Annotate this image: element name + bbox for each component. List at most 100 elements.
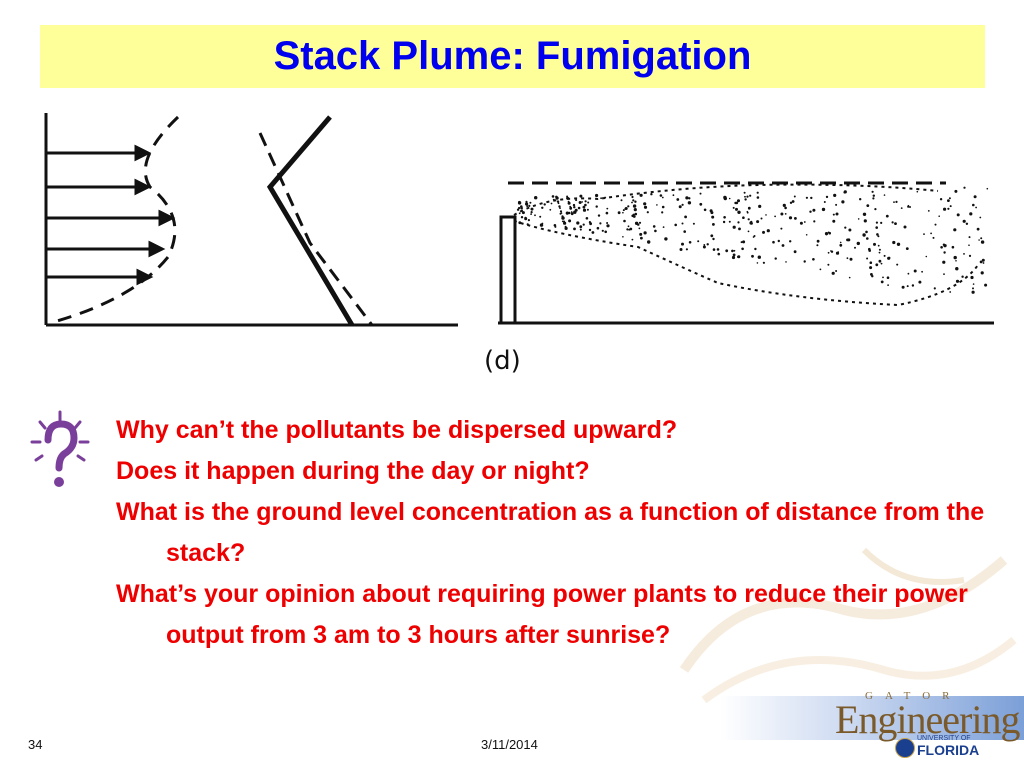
plume-particle: [906, 285, 909, 288]
plume-particle: [742, 216, 745, 219]
plume-particle: [848, 228, 852, 232]
plume-particle: [789, 240, 792, 243]
plume-particle: [923, 233, 925, 236]
plume-particle: [961, 275, 964, 278]
plume-particle: [521, 211, 525, 215]
plume-particle: [652, 225, 656, 228]
plume-particle: [883, 194, 886, 196]
plume-particle: [629, 227, 633, 231]
plume-particle: [706, 243, 709, 246]
plume-particle: [634, 200, 637, 203]
plume-particle: [825, 195, 829, 199]
plume-particle: [832, 213, 835, 216]
plume-particle: [747, 206, 751, 210]
plume-particle: [872, 194, 875, 197]
plume-particle: [953, 228, 957, 232]
plume-particle: [909, 206, 911, 208]
plume-particle: [903, 225, 907, 229]
plume-particle: [753, 235, 756, 237]
fumigation-diagram: [44, 113, 994, 327]
slide-number: 34: [28, 737, 43, 752]
plume-particle: [556, 200, 560, 203]
plume-particle: [766, 229, 770, 233]
plume-particle: [520, 206, 523, 210]
plume-particle: [762, 230, 765, 234]
plume-particle: [747, 230, 750, 233]
plume-particle: [584, 200, 587, 203]
plume-particle: [559, 207, 561, 209]
plume-particle: [617, 211, 621, 215]
plume-particle: [812, 208, 816, 212]
plume-particle: [872, 197, 875, 200]
plume-particle: [803, 221, 806, 223]
gator-engineering-logo: GATOR Engineering UNIVERSITY OF FLORIDA: [835, 690, 1020, 762]
plume-particle: [579, 228, 582, 231]
plume-particle: [880, 280, 884, 284]
plume-particle: [862, 212, 867, 216]
plume-particle: [737, 255, 740, 258]
plume-particle: [627, 225, 630, 228]
plume-particle: [866, 204, 870, 207]
plume-particle: [756, 196, 760, 199]
plume-particle: [640, 236, 643, 240]
plume-particle: [747, 218, 750, 221]
plume-particle: [591, 231, 595, 234]
plume-particle: [880, 221, 883, 224]
question-item: Does it happen during the day or night?: [116, 457, 590, 485]
question-item: Why can’t the pollutants be dispersed up…: [116, 416, 678, 444]
plume-particle: [596, 226, 600, 230]
plume-particle: [978, 239, 980, 241]
plume-particle: [784, 213, 787, 215]
plume-particle: [875, 221, 879, 224]
plume-particle: [980, 271, 984, 275]
plume-particle: [703, 244, 706, 246]
plume-particle: [927, 210, 930, 212]
plume-particle: [643, 202, 647, 206]
plume-particle: [550, 202, 553, 205]
plume-particle: [565, 211, 569, 215]
plume-particle: [756, 262, 759, 264]
plume-particle: [756, 191, 759, 194]
plume-particle: [848, 276, 851, 279]
plume-particle: [962, 219, 966, 223]
plume-particle: [551, 195, 555, 198]
plume-particle: [733, 249, 736, 252]
plume-particle: [947, 207, 950, 210]
plume-particle: [757, 255, 761, 259]
plume-particle: [534, 214, 536, 217]
plume-particle: [835, 212, 839, 216]
plume-particle: [827, 263, 830, 266]
plume-particle: [575, 199, 578, 202]
plume-particle: [569, 207, 573, 210]
plume-particle: [527, 219, 530, 222]
plume-particle: [517, 201, 522, 205]
plume-particle: [833, 193, 837, 197]
plume-particle: [744, 198, 747, 201]
plume-particle: [688, 197, 691, 200]
plume-particle: [846, 238, 849, 242]
plume-particle: [582, 223, 585, 226]
plume-particle: [882, 276, 884, 279]
plume-particle: [585, 217, 589, 220]
plume-particle: [578, 201, 582, 204]
plume-particle: [968, 244, 970, 246]
plume-particle: [934, 223, 937, 226]
plume-particle: [624, 207, 627, 210]
plume-particle: [784, 206, 787, 210]
plume-particle: [662, 226, 665, 228]
plume-particle: [932, 236, 935, 239]
plume-particle: [599, 222, 602, 225]
plume-particle: [954, 189, 958, 193]
plume-particle: [827, 251, 830, 254]
plume-particle: [600, 197, 602, 200]
plume-particle: [785, 261, 787, 263]
plume-particle: [654, 229, 657, 233]
plume-particle: [839, 241, 842, 244]
plume-particle: [674, 223, 677, 227]
plume-particle: [933, 287, 936, 290]
plume-particle: [900, 207, 903, 209]
plume-particle: [865, 230, 868, 234]
plume-particle: [979, 216, 982, 219]
plume-particle: [579, 194, 583, 198]
plume-particle: [846, 257, 849, 260]
